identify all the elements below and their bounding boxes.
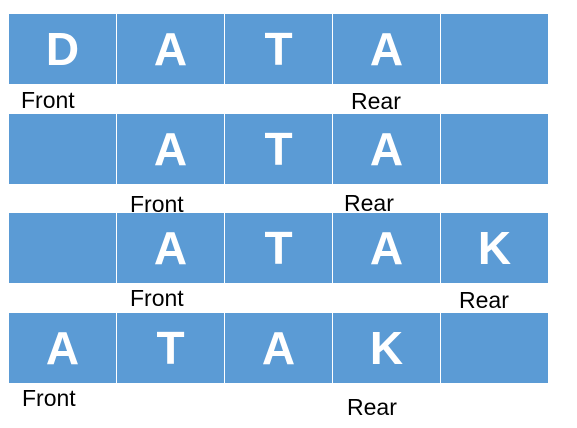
front-pointer-label: Front <box>21 87 75 113</box>
queue-cell: T <box>225 213 332 283</box>
front-pointer-label: Front <box>130 285 184 311</box>
queue-cell: A <box>117 14 224 84</box>
rear-pointer-label: Rear <box>459 287 509 313</box>
rear-pointer-label: Rear <box>347 394 397 420</box>
queue-cell: A <box>9 313 116 383</box>
front-pointer-label: Front <box>22 385 76 411</box>
front-pointer-label: Front <box>130 191 184 217</box>
queue-cell: A <box>225 313 332 383</box>
queue-cell: K <box>333 313 440 383</box>
queue-cell: T <box>225 14 332 84</box>
queue-cell <box>441 14 548 84</box>
queue-cell: K <box>441 213 548 283</box>
queue-cell <box>9 213 116 283</box>
queue-cell: A <box>333 213 440 283</box>
queue-cell <box>441 313 548 383</box>
queue-cell <box>441 114 548 184</box>
queue-cell: A <box>117 114 224 184</box>
queue-cell: T <box>225 114 332 184</box>
queue-cell: A <box>117 213 224 283</box>
rear-pointer-label: Rear <box>344 190 394 216</box>
queue-cell <box>9 114 116 184</box>
queue-cell: D <box>9 14 116 84</box>
rear-pointer-label: Rear <box>351 88 401 114</box>
queue-cell: A <box>333 114 440 184</box>
queue-cell: T <box>117 313 224 383</box>
queue-cell: A <box>333 14 440 84</box>
